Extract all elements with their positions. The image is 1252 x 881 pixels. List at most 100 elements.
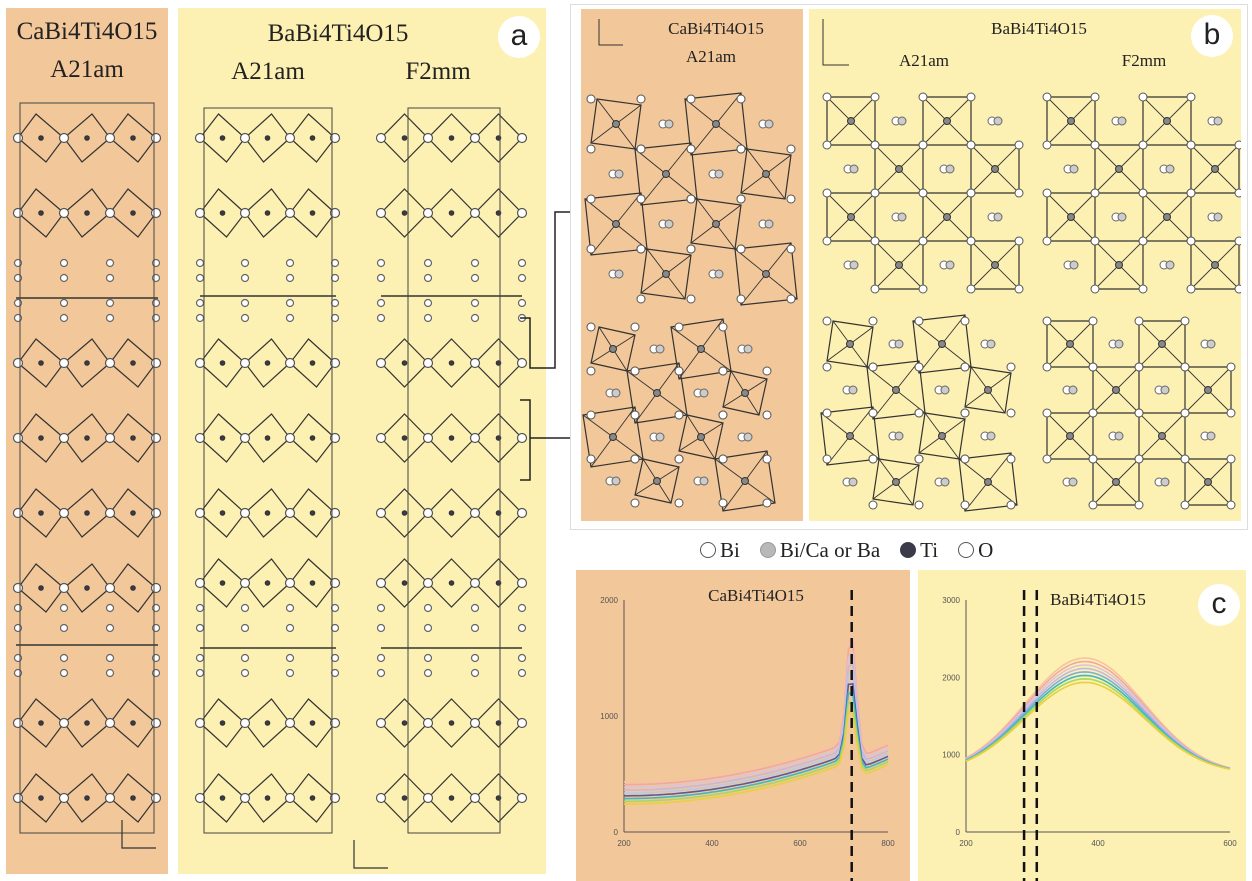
legend-bica: Bi/Ca or Ba [759,538,880,563]
octahedron [427,773,476,823]
o-atom [329,792,341,804]
x-tick-label: 200 [959,839,973,848]
bi-atom [195,623,205,633]
bica-atom [986,431,996,441]
bi-atom [105,273,115,283]
o-atom [1180,362,1190,372]
ti-atom [38,360,44,366]
o-atom [870,188,880,198]
o-atom [586,244,596,254]
o-atom [586,94,596,104]
legend-bi-label: Bi [720,537,740,562]
ba-structure-drawing [194,107,528,869]
bica-atom [1160,477,1170,487]
octahedron [199,338,246,388]
o-atom [1226,408,1236,418]
o-atom [104,717,116,729]
o-atom [150,357,162,369]
ti-atom [612,120,620,128]
o-atom [329,577,341,589]
unit-cell-outline [203,107,333,834]
ti-atom [38,795,44,801]
panel-b-badge: b [1191,15,1233,57]
bica-atom [614,169,624,179]
bi-atom [105,603,115,613]
o-atom [914,500,924,510]
bica-atom [1114,339,1124,349]
ti-atom [219,360,226,366]
ti-atom [762,170,770,178]
bi-atom [240,603,250,613]
bi-atom [517,653,527,663]
octahedron [289,338,336,388]
o-atom [422,207,434,219]
ti-atom [84,720,90,726]
o-atom [718,366,728,376]
o-atom [422,792,434,804]
bi-atom [376,603,386,613]
o-atom [1042,362,1052,372]
ti-atom [84,510,90,516]
ti-atom [130,795,136,801]
o-atom [1134,362,1144,372]
o-atom [469,577,481,589]
octahedron [474,338,523,388]
octahedron [474,773,523,823]
ti-atom [448,210,455,216]
o-atom [1042,92,1052,102]
ca-title-text: CaBi4Ti4O15 [16,18,158,45]
o-atom [239,432,251,444]
bi-atom [240,668,250,678]
chart-ca-title: CaBi4Ti4O15 [676,586,836,606]
o-atom [960,316,970,326]
o-atom [786,294,796,304]
ti-atom [264,720,271,726]
o-atom [762,498,772,508]
o-atom [1042,316,1052,326]
bi-atom [285,273,295,283]
ba-space-group-2: F2mm [378,58,498,86]
o-atom [150,132,162,144]
ti-atom [309,435,316,441]
o-atom [636,194,646,204]
ti-atom [609,433,617,441]
o-atom [516,507,528,519]
o-atom [718,454,728,464]
o-atom [375,792,387,804]
panel-c-badge-text: c [1211,587,1227,620]
o-atom [469,357,481,369]
o-atom [630,410,640,420]
octahedron [380,113,429,163]
bica-atom [897,116,907,126]
o-atom [375,207,387,219]
bi-atom [195,258,205,268]
ti-atom [219,210,226,216]
o-atom [918,188,928,198]
o-atom [918,92,928,102]
o-atom [12,792,24,804]
ti-atom [1204,386,1212,394]
o-atom [284,132,296,144]
bica-atom [894,339,904,349]
ti-atom [130,585,136,591]
octahedron [474,698,523,748]
ti-atom [846,432,854,440]
y-tick-label: 0 [956,828,961,837]
ti-atom [401,210,408,216]
o-atom [58,717,70,729]
o-atom [1138,236,1148,246]
o-atom [586,194,596,204]
ti-atom [401,435,408,441]
bi-atom [195,298,205,308]
octahedron [63,773,111,823]
o-atom [966,92,976,102]
bi-atom [240,313,250,323]
bi-atom [240,258,250,268]
legend-o-label: O [978,537,994,562]
o-atom [1134,454,1144,464]
o-atom [1226,500,1236,510]
ti-atom [264,360,271,366]
ti-atom [448,795,455,801]
o-atom [1138,188,1148,198]
x-tick-label: 600 [1223,839,1237,848]
